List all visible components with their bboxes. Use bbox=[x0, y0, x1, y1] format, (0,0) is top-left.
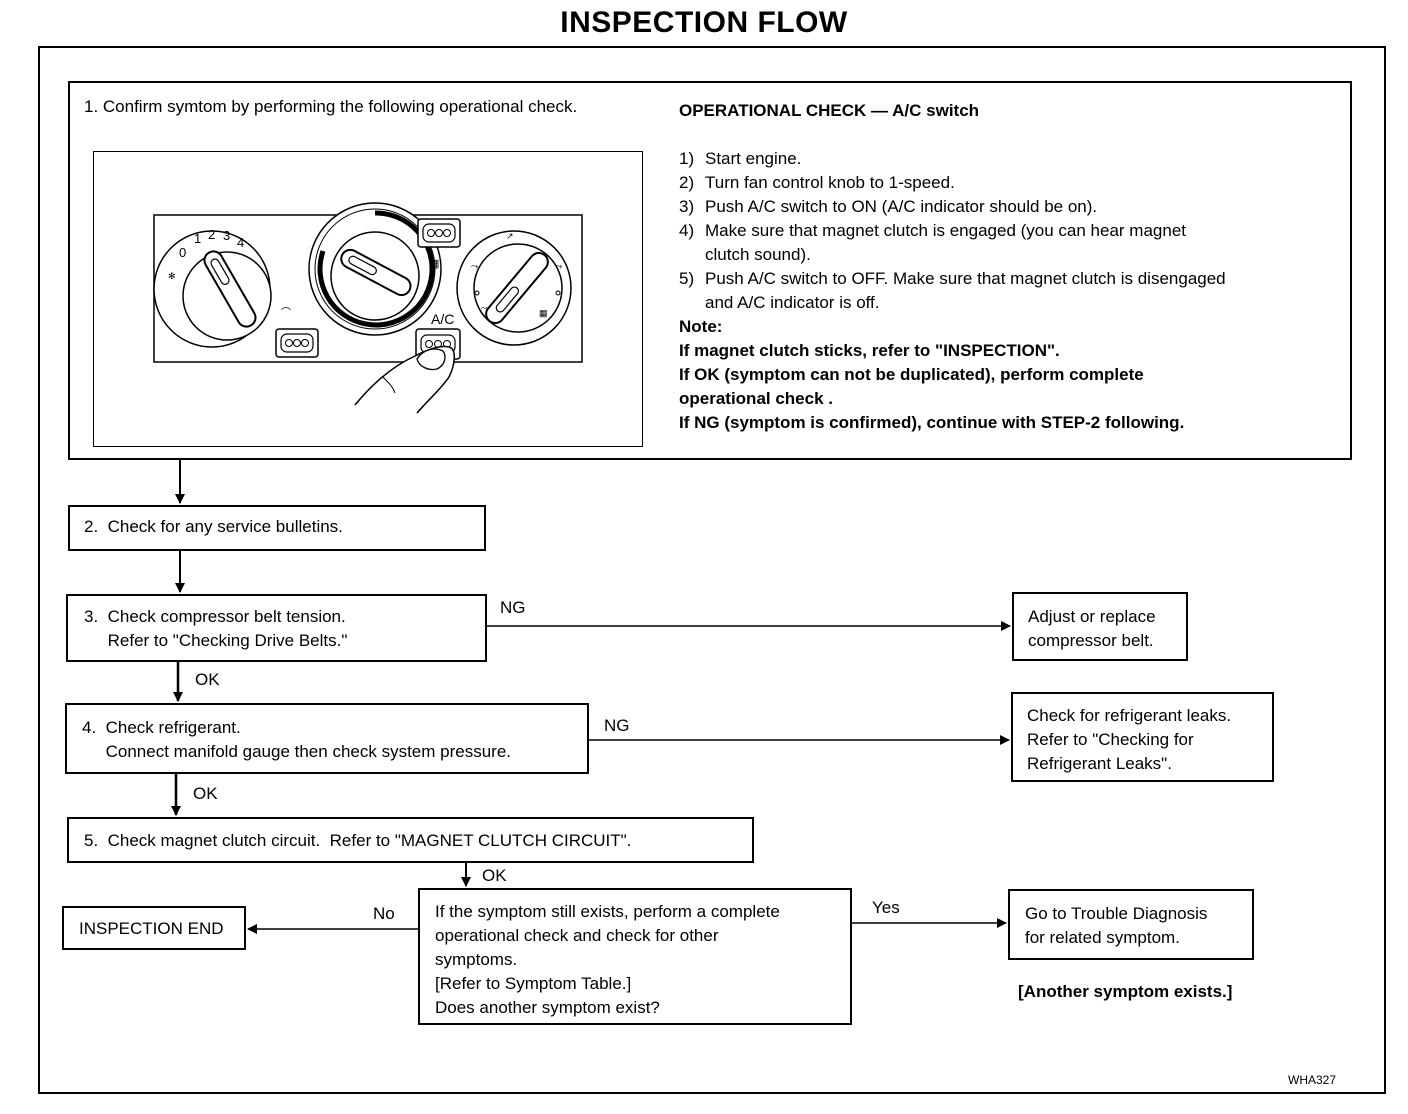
step4-ok-label: OK bbox=[193, 784, 218, 803]
check-step-4-num: 4) bbox=[679, 221, 695, 240]
step5-box bbox=[67, 817, 754, 863]
fan-speed-3: 3 bbox=[223, 228, 230, 243]
check-step-4-text: Make sure that magnet clutch is engaged … bbox=[705, 221, 1187, 264]
recirculation-button-icon: ▦ bbox=[417, 218, 461, 270]
fan-speed-4: 4 bbox=[237, 235, 244, 250]
step3-ng-label: NG bbox=[500, 598, 526, 617]
svg-text:✻: ✻ bbox=[168, 271, 176, 281]
temperature-knob-icon bbox=[308, 202, 442, 336]
intake-button-icon: ⌒ bbox=[275, 307, 319, 358]
inspection-end-text: INSPECTION END bbox=[79, 919, 224, 938]
mode-knob-icon: ⤳ ↗ ⤳ ⤳ ▦ bbox=[456, 230, 572, 346]
note-title: Note: bbox=[679, 317, 723, 336]
step3-ok-label: OK bbox=[195, 670, 220, 689]
step4-box bbox=[65, 703, 589, 774]
svg-text:⌒: ⌒ bbox=[281, 307, 291, 319]
step5-ok-label: OK bbox=[482, 866, 507, 885]
step4-text: 4. Check refrigerant. Connect manifold g… bbox=[82, 718, 512, 761]
check-step-3-text: Push A/C switch to ON (A/C indicator sho… bbox=[705, 197, 1098, 216]
question-box bbox=[418, 888, 852, 1025]
check-step-1-num: 1) bbox=[679, 149, 695, 168]
check-step-2-text: Turn fan control knob to 1-speed. bbox=[705, 173, 955, 192]
check-step-5-num: 5) bbox=[679, 269, 695, 288]
step4-ng-box bbox=[1011, 692, 1274, 782]
svg-text:▦: ▦ bbox=[539, 308, 548, 318]
svg-text:↗: ↗ bbox=[506, 231, 514, 241]
note-line-2: If OK (symptom can not be duplicated), p… bbox=[679, 365, 1144, 384]
check-step-5-text: Push A/C switch to OFF. Make sure that m… bbox=[705, 269, 1226, 312]
control-panel-illustration: ✻ 0 1 2 3 4 ▦ ⤳ ↗ ⤳ ⤳ ▦ ⌒ A/ bbox=[153, 202, 583, 414]
trouble-diagnosis-box bbox=[1008, 889, 1254, 960]
question-text: If the symptom still exists, perform a c… bbox=[435, 902, 780, 1017]
ac-switch-label: A/C bbox=[431, 311, 454, 327]
step4-ng-label: NG bbox=[604, 716, 630, 735]
yes-label: Yes bbox=[872, 898, 900, 917]
check-step-3-num: 3) bbox=[679, 197, 695, 216]
page-title: INSPECTION FLOW bbox=[560, 6, 848, 39]
step2-text: 2. Check for any service bulletins. bbox=[84, 517, 343, 536]
diagram-frame bbox=[38, 46, 1386, 1094]
operational-check-title: OPERATIONAL CHECK — A/C switch bbox=[679, 101, 980, 120]
note-line-4: If NG (symptom is confirmed), continue w… bbox=[679, 413, 1185, 432]
fan-speed-1: 1 bbox=[194, 231, 201, 246]
step5-text: 5. Check magnet clutch circuit. Refer to… bbox=[84, 831, 632, 850]
step3-text: 3. Check compressor belt tension. Refer … bbox=[84, 607, 348, 650]
svg-text:⤳: ⤳ bbox=[555, 261, 562, 271]
svg-text:▦: ▦ bbox=[429, 258, 439, 270]
figure-code: WHA327 bbox=[1288, 1073, 1337, 1087]
inspection-end-box bbox=[62, 906, 246, 950]
step3-ng-box bbox=[1012, 592, 1188, 661]
fan-speed-2: 2 bbox=[208, 227, 215, 242]
fan-knob-icon: ✻ bbox=[153, 230, 272, 348]
check-step-1-text: Start engine. bbox=[705, 149, 802, 168]
step3-box bbox=[66, 594, 487, 662]
fan-speed-0: 0 bbox=[179, 245, 186, 260]
note-line-1: If magnet clutch sticks, refer to "INSPE… bbox=[679, 341, 1060, 360]
step1-heading: 1. Confirm symtom by performing the foll… bbox=[84, 97, 578, 116]
step4-ng-text: Check for refrigerant leaks. Refer to "C… bbox=[1027, 706, 1232, 773]
check-step-2-num: 2) bbox=[679, 173, 695, 192]
trouble-diagnosis-text: Go to Trouble Diagnosis for related symp… bbox=[1025, 904, 1208, 947]
note-line-3: operational check . bbox=[679, 389, 833, 408]
another-symptom-note: [Another symptom exists.] bbox=[1018, 982, 1233, 1001]
step2-box bbox=[68, 505, 486, 551]
svg-text:⤳: ⤳ bbox=[481, 303, 488, 313]
no-label: No bbox=[373, 904, 395, 923]
step3-ng-text: Adjust or replace compressor belt. bbox=[1028, 607, 1156, 650]
pressing-finger-icon bbox=[354, 345, 455, 414]
svg-text:⤳: ⤳ bbox=[471, 261, 478, 271]
